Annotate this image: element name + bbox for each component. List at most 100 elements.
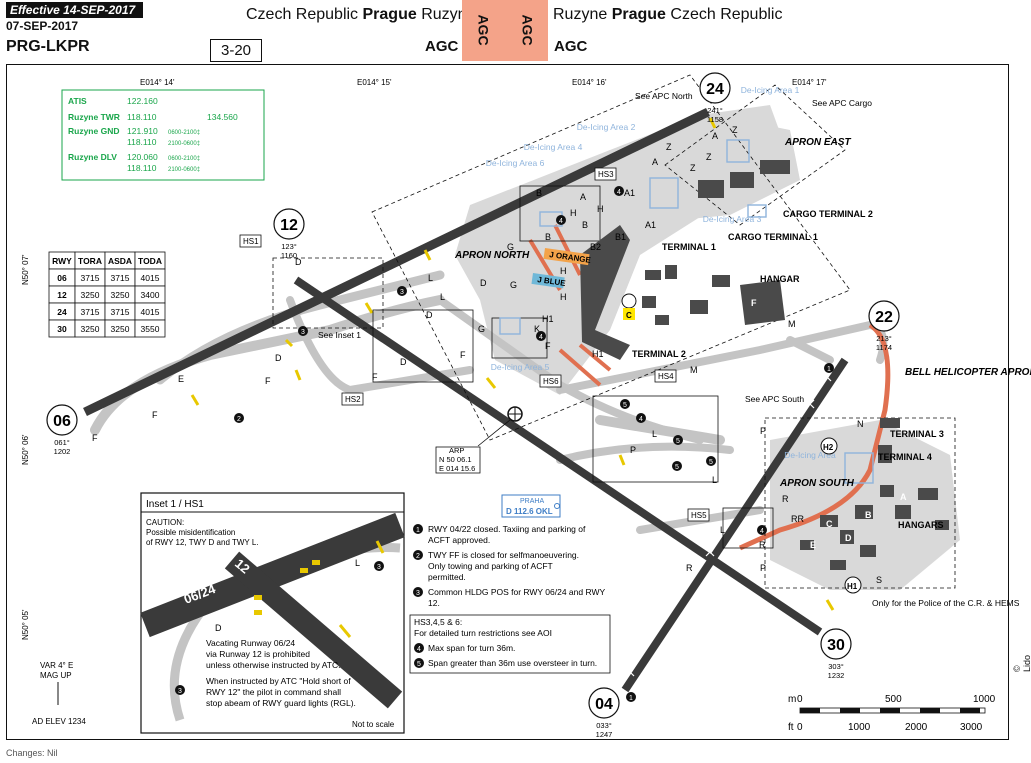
hs-notes-head: HS3,4,5 & 6: (414, 617, 462, 627)
runway-end-circle (820, 628, 852, 660)
closed-taxiway (738, 322, 891, 551)
svg-text:B1: B1 (615, 232, 626, 242)
svg-text:5: 5 (675, 464, 679, 471)
lon-label-1: E014° 14' (140, 78, 175, 87)
hs-labels: HS1 HS2 HS3 HS4 HS5 HS6 (239, 167, 710, 522)
deicing-5: De-Icing Area 5 (491, 362, 550, 372)
svg-text:5: 5 (623, 402, 627, 409)
buildings (580, 160, 949, 570)
table-cell (134, 319, 166, 338)
svg-text:HS4: HS4 (658, 372, 674, 381)
holding-positions (190, 117, 835, 611)
runway-end-heading: 123° (281, 242, 297, 251)
helipads: H1 H2 C (621, 293, 862, 594)
svg-text:D: D (400, 357, 407, 367)
table-cell-text: 24 (57, 307, 67, 317)
svg-text:4: 4 (539, 334, 543, 341)
freq-name: Ruzyne DLV (68, 152, 117, 162)
scale-ft-2000: 2000 (905, 722, 928, 733)
table-cell-text: 06 (57, 273, 67, 283)
svg-text:HS5: HS5 (691, 511, 707, 520)
scale-m-500: 500 (885, 694, 902, 705)
svg-text:3: 3 (400, 289, 404, 296)
svg-text:3: 3 (178, 688, 182, 695)
svg-text:H: H (570, 208, 577, 218)
scale-m-unit: m (788, 694, 796, 705)
inset-caution-1: Possible misidentification (146, 528, 235, 537)
lon-label-4: E014° 17' (792, 78, 827, 87)
svg-text:R: R (782, 494, 789, 504)
svg-text:L: L (712, 475, 717, 485)
note-number (413, 550, 423, 560)
scale-ft-0: 0 (797, 722, 803, 733)
deicing-outlines (499, 139, 874, 484)
reference-labels: See APC North See APC Cargo See APC Sout… (318, 91, 872, 404)
svg-text:P: P (760, 563, 766, 573)
svg-text:4: 4 (417, 646, 421, 653)
copyright: © Lido 2017 (1012, 654, 1031, 672)
lon-label-3: E014° 16' (572, 78, 607, 87)
svg-text:H1: H1 (592, 349, 604, 359)
svg-text:G: G (510, 280, 517, 290)
chart-frame (6, 64, 1009, 740)
svg-text:2: 2 (237, 416, 241, 423)
hs-circle-k: K (534, 324, 540, 334)
runway-end-heading: 061° (54, 438, 70, 447)
deicing-2: De-Icing Area 2 (577, 122, 636, 132)
inset-caution-2: of RWY 12, TWY D and TWY L. (146, 538, 259, 547)
svg-text:A: A (652, 157, 658, 167)
svg-text:F: F (152, 410, 158, 420)
svg-text:H1: H1 (542, 314, 554, 324)
deicing-6: De-Icing Area 6 (486, 158, 545, 168)
scale-ft-unit: ft (788, 722, 794, 733)
inset-1: 3 3 LD (140, 492, 405, 734)
freq-value: 118.110 (127, 112, 157, 122)
table-cell-text: 3715 (111, 273, 130, 283)
table-cell-text: 3715 (81, 273, 100, 283)
see-inset: See Inset 1 (318, 330, 361, 340)
svg-text:D: D (426, 310, 433, 320)
freq-note: 2100-0600‡ (168, 167, 200, 173)
svg-text:F: F (265, 376, 271, 386)
svg-text:Z: Z (732, 125, 738, 135)
title-left: Czech Republic Prague Ruzyne (246, 6, 476, 23)
svg-text:F: F (460, 350, 466, 360)
freq-note: 0600-2100‡ (168, 130, 200, 136)
hangar-building (740, 280, 785, 325)
arp-lat: N 50 06.1 (439, 455, 472, 464)
runway-0624-length: 3715 x 45 (344, 237, 384, 263)
freq-note: 134.560 (207, 112, 238, 122)
airport-code: PRG-LKPR (6, 38, 90, 55)
svg-text:F: F (751, 298, 757, 308)
svg-text:B2: B2 (590, 242, 601, 252)
svg-text:G: G (507, 242, 514, 252)
table-cell-text: 30 (57, 324, 67, 334)
svg-text:F: F (372, 372, 378, 382)
freq-value: 120.060 (127, 152, 158, 162)
runway-end-elev: 1247 (596, 730, 613, 739)
magup-label: MAG UP (40, 671, 72, 680)
svg-text:RR: RR (791, 514, 804, 524)
svg-text:R: R (759, 540, 766, 550)
svg-text:3: 3 (301, 329, 305, 336)
svg-text:4: 4 (639, 416, 643, 423)
table-cell-text: 3250 (81, 290, 100, 300)
svg-text:L: L (652, 429, 657, 439)
svg-text:E: E (810, 540, 816, 550)
title-right: Ruzyne Prague Czech Republic (553, 6, 783, 23)
arp-marker (435, 406, 523, 474)
runway-end-circle (588, 687, 620, 719)
table-cell-text: RWY (52, 256, 72, 266)
see-apc-south: See APC South (745, 394, 804, 404)
inset-vac-2: via Runway 12 is prohibited (206, 649, 310, 659)
svg-text:4: 4 (760, 528, 764, 535)
svg-text:A: A (580, 192, 586, 202)
runway-end-elev: 1174 (876, 343, 892, 352)
svg-text:L: L (428, 273, 433, 283)
freq-value: 121.910 (127, 126, 158, 136)
svg-text:C: C (626, 311, 632, 320)
terminal3-label: TERMINAL 3 (890, 429, 944, 439)
inset-hold-2: RWY 12" the pilot in command shall (206, 687, 341, 697)
